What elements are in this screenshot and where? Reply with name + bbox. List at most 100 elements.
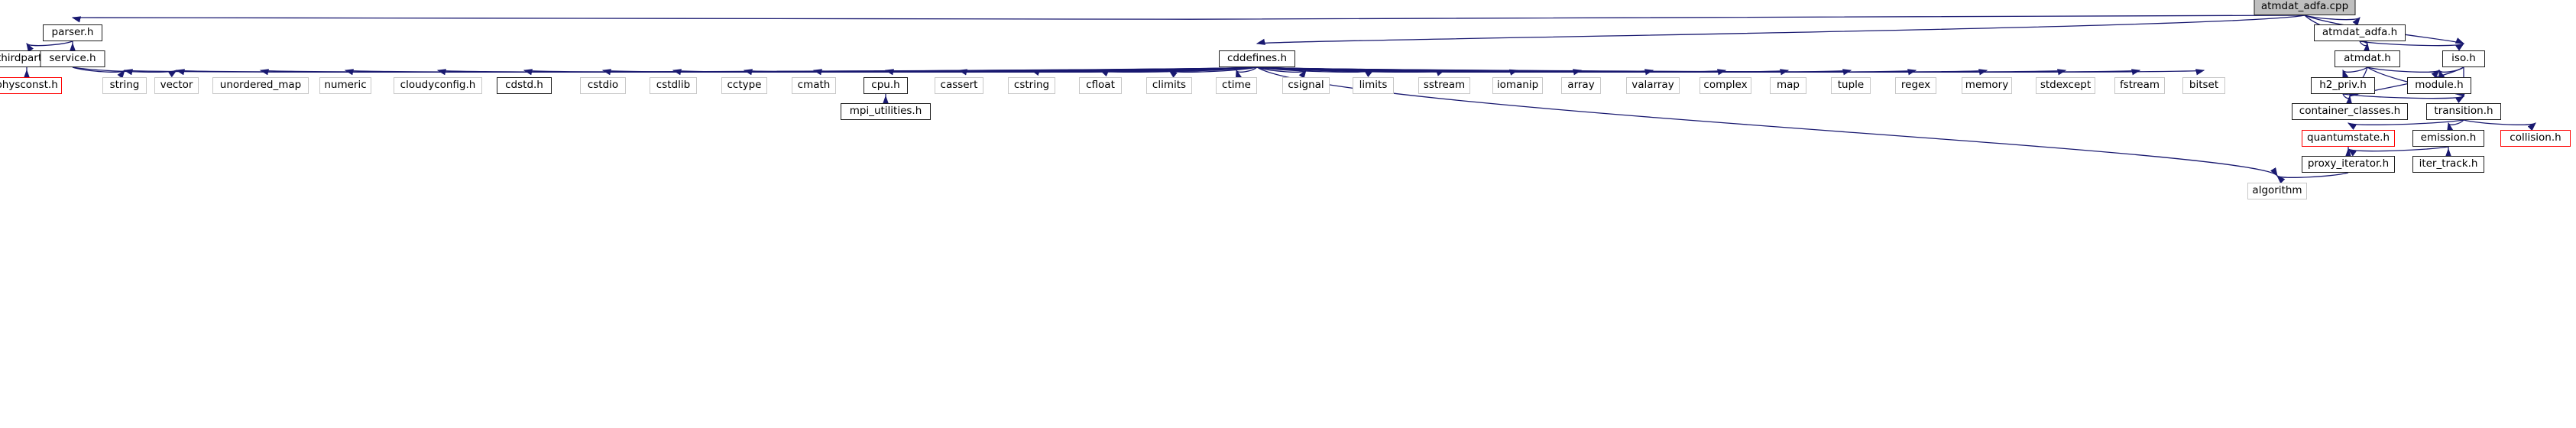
graph-node-label: transition.h	[2434, 105, 2493, 118]
graph-node-label: cddefines.h	[1226, 52, 1288, 65]
graph-node-label: valarray	[1631, 79, 1674, 92]
graph-node-stdexcept[interactable]: stdexcept	[2036, 77, 2095, 94]
graph-node-proxy-iterator-h[interactable]: proxy_iterator.h	[2302, 156, 2395, 173]
graph-node-label: bitset	[2189, 79, 2219, 92]
graph-node-label: iomanip	[1496, 79, 1539, 92]
graph-node-label: container_classes.h	[2299, 105, 2401, 118]
graph-node-limits[interactable]: limits	[1353, 77, 1394, 94]
graph-node-module-h[interactable]: module.h	[2407, 77, 2471, 94]
graph-node-label: ctime	[1222, 79, 1251, 92]
graph-node-label: atmdat.h	[2344, 52, 2391, 65]
graph-node-cdstd-h[interactable]: cdstd.h	[497, 77, 552, 94]
graph-node-memory[interactable]: memory	[1962, 77, 2012, 94]
graph-node-climits[interactable]: climits	[1146, 77, 1192, 94]
graph-node-label: climits	[1152, 79, 1187, 92]
graph-node-label: map	[1777, 79, 1800, 92]
graph-edge	[1256, 66, 2205, 76]
graph-node-cassert[interactable]: cassert	[935, 77, 983, 94]
graph-edge	[1235, 66, 1258, 79]
graph-node-sstream[interactable]: sstream	[1418, 77, 1470, 94]
graph-node-atmdat-adfa-h[interactable]: atmdat_adfa.h	[2314, 24, 2406, 41]
graph-edge	[2347, 146, 2449, 157]
graph-node-collision-h[interactable]: collision.h	[2500, 130, 2571, 147]
graph-node-vector[interactable]: vector	[154, 77, 199, 94]
graph-node-ctime[interactable]: ctime	[1216, 77, 1257, 94]
graph-node-label: sstream	[1423, 79, 1466, 92]
graph-node-cctype[interactable]: cctype	[721, 77, 767, 94]
graph-node-parser-h[interactable]: parser.h	[43, 24, 102, 41]
graph-node-label: numeric	[324, 79, 367, 92]
graph-node-iter-track-h[interactable]: iter_track.h	[2412, 156, 2484, 173]
graph-node-fstream[interactable]: fstream	[2114, 77, 2165, 94]
graph-edge	[2463, 119, 2536, 131]
graph-node-array[interactable]: array	[1561, 77, 1601, 94]
graph-node-label: service.h	[49, 52, 96, 65]
graph-edge	[2347, 119, 2464, 130]
graph-node-atmdat-h[interactable]: atmdat.h	[2335, 50, 2400, 67]
graph-node-emission-h[interactable]: emission.h	[2412, 130, 2484, 147]
graph-edge	[2304, 15, 2361, 26]
graph-node-atmdat-adfa-cpp[interactable]: atmdat_adfa.cpp	[2254, 0, 2356, 15]
graph-node-label: iter_track.h	[2419, 157, 2478, 170]
graph-node-string[interactable]: string	[102, 77, 147, 94]
graph-node-valarray[interactable]: valarray	[1626, 77, 1680, 94]
graph-node-container-classes-h[interactable]: container_classes.h	[2292, 103, 2408, 120]
graph-node-cfloat[interactable]: cfloat	[1079, 77, 1122, 94]
graph-node-label: emission.h	[2420, 131, 2477, 144]
graph-edge	[71, 15, 2305, 23]
graph-node-unordered-map[interactable]: unordered_map	[212, 77, 309, 94]
graph-node-numeric[interactable]: numeric	[319, 77, 371, 94]
graph-node-tuple[interactable]: tuple	[1831, 77, 1871, 94]
graph-edge	[2342, 66, 2368, 79]
graph-node-map[interactable]: map	[1770, 77, 1806, 94]
graph-node-quantumstate-h[interactable]: quantumstate.h	[2302, 130, 2395, 147]
graph-node-service-h[interactable]: service.h	[40, 50, 105, 67]
graph-node-cpu-h[interactable]: cpu.h	[864, 77, 908, 94]
graph-node-cstring[interactable]: cstring	[1008, 77, 1055, 94]
graph-node-cmath[interactable]: cmath	[792, 77, 836, 94]
graph-edge	[2359, 41, 2370, 52]
graph-node-csignal[interactable]: csignal	[1282, 77, 1330, 94]
graph-node-complex[interactable]: complex	[1700, 77, 1751, 94]
graph-node-cstdlib[interactable]: cstdlib	[650, 77, 697, 94]
graph-node-iso-h[interactable]: iso.h	[2442, 50, 2485, 67]
graph-node-label: iso.h	[2451, 52, 2476, 65]
graph-node-cddefines-h[interactable]: cddefines.h	[1219, 50, 1295, 67]
graph-node-cloudyconfig-h[interactable]: cloudyconfig.h	[394, 77, 482, 94]
graph-node-h2-priv-h[interactable]: h2_priv.h	[2311, 77, 2375, 94]
graph-node-label: csignal	[1288, 79, 1324, 92]
graph-node-label: tuple	[1837, 79, 1865, 92]
graph-edge	[2348, 66, 2464, 97]
graph-node-label: regex	[1900, 79, 1931, 92]
graph-node-label: vector	[160, 79, 193, 92]
graph-edge	[1256, 15, 2305, 46]
graph-node-label: cpu.h	[871, 79, 900, 92]
graph-node-label: atmdat_adfa.h	[2322, 26, 2398, 39]
graph-node-label: physconst.h	[0, 79, 58, 92]
graph-node-label: unordered_map	[219, 79, 302, 92]
graph-edge	[2438, 66, 2464, 79]
graph-node-label: cdstd.h	[505, 79, 543, 92]
graph-edge	[2447, 119, 2464, 132]
graph-node-label: cfloat	[1086, 79, 1115, 92]
graph-edge	[1256, 66, 2278, 177]
graph-node-label: cctype	[727, 79, 762, 92]
graph-node-label: memory	[1965, 79, 2009, 92]
graph-node-label: module.h	[2415, 79, 2464, 92]
graph-node-iomanip[interactable]: iomanip	[1492, 77, 1543, 94]
graph-edge	[2342, 93, 2353, 105]
graph-node-algorithm[interactable]: algorithm	[2247, 183, 2307, 199]
graph-node-label: cmath	[797, 79, 831, 92]
graph-node-regex[interactable]: regex	[1895, 77, 1936, 94]
graph-node-label: complex	[1703, 79, 1748, 92]
graph-node-transition-h[interactable]: transition.h	[2426, 103, 2501, 120]
graph-edge	[1168, 66, 1258, 78]
graph-node-bitset[interactable]: bitset	[2182, 77, 2225, 94]
graph-node-cstdio[interactable]: cstdio	[580, 77, 626, 94]
graph-node-label: quantumstate.h	[2307, 131, 2390, 144]
graph-node-physconst-h[interactable]: physconst.h	[0, 77, 62, 94]
graph-edge	[2342, 93, 2465, 103]
graph-node-mpi-utilities-h[interactable]: mpi_utilities.h	[841, 103, 931, 120]
